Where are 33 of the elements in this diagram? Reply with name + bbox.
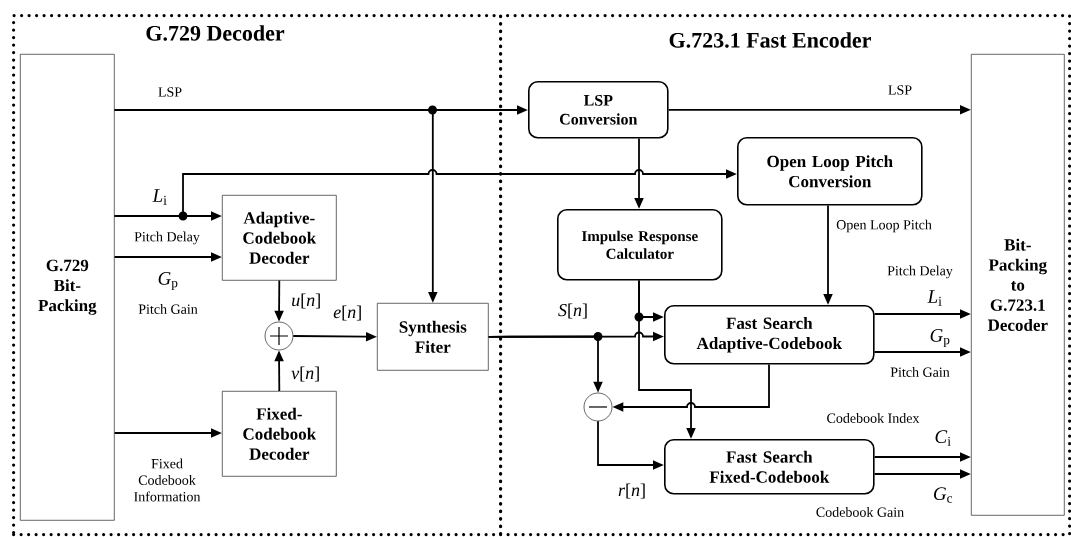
edge-label: S[n] <box>558 303 587 319</box>
signal-symbol: G$_{p}$ <box>930 329 950 347</box>
edge-label: Codebook Index <box>827 413 920 423</box>
rounded-process-box: LSP Conversion <box>528 81 669 139</box>
signal-symbol: L$_{i}$ <box>152 189 167 205</box>
rounded-process-box: Open Loop Pitch Conversion <box>737 137 923 206</box>
edge-label: Open Loop Pitch <box>836 219 932 233</box>
signal-symbol: C$_{i}$ <box>935 430 951 446</box>
process-box: Synthesis Fiter <box>377 303 489 371</box>
summing-junction <box>264 321 294 351</box>
edge-label: u[n] <box>292 293 320 309</box>
process-box: Bit-Packing to G.723.1 Decoder <box>971 54 1065 516</box>
edge-label: Pitch Delay <box>887 265 953 279</box>
signal-symbol: G$_{c}$ <box>934 487 953 503</box>
rounded-process-box: Impulse Response Calculator <box>557 209 723 281</box>
edge-label: LSP <box>158 87 182 97</box>
edge-label: Pitch Delay <box>134 231 200 245</box>
edge-label: Codebook Gain <box>816 507 904 517</box>
edge-label: LSP <box>888 85 912 95</box>
difference-junction <box>583 392 613 422</box>
edge-label: Pitch Gain <box>138 304 198 314</box>
process-box: G.729 Bit-Packing <box>20 54 115 521</box>
process-box: Fixed-Codebook Decoder <box>222 391 337 477</box>
process-box: Adaptive-Codebook Decoder <box>222 195 337 281</box>
edge-label: Pitch Gain <box>890 367 950 377</box>
edge-label: Fixed Codebook Information <box>134 458 201 502</box>
signal-symbol: G$_{p}$ <box>158 272 178 290</box>
rounded-process-box: Fast Search Fixed-Codebook <box>664 439 875 495</box>
edge-label: e[n] <box>333 305 361 321</box>
signal-symbol: L$_{i}$ <box>927 290 942 306</box>
edge-label: v[n] <box>291 366 319 382</box>
edge-label: r[n] <box>618 483 645 499</box>
rounded-process-box: Fast Search Adaptive-Codebook <box>664 305 875 365</box>
